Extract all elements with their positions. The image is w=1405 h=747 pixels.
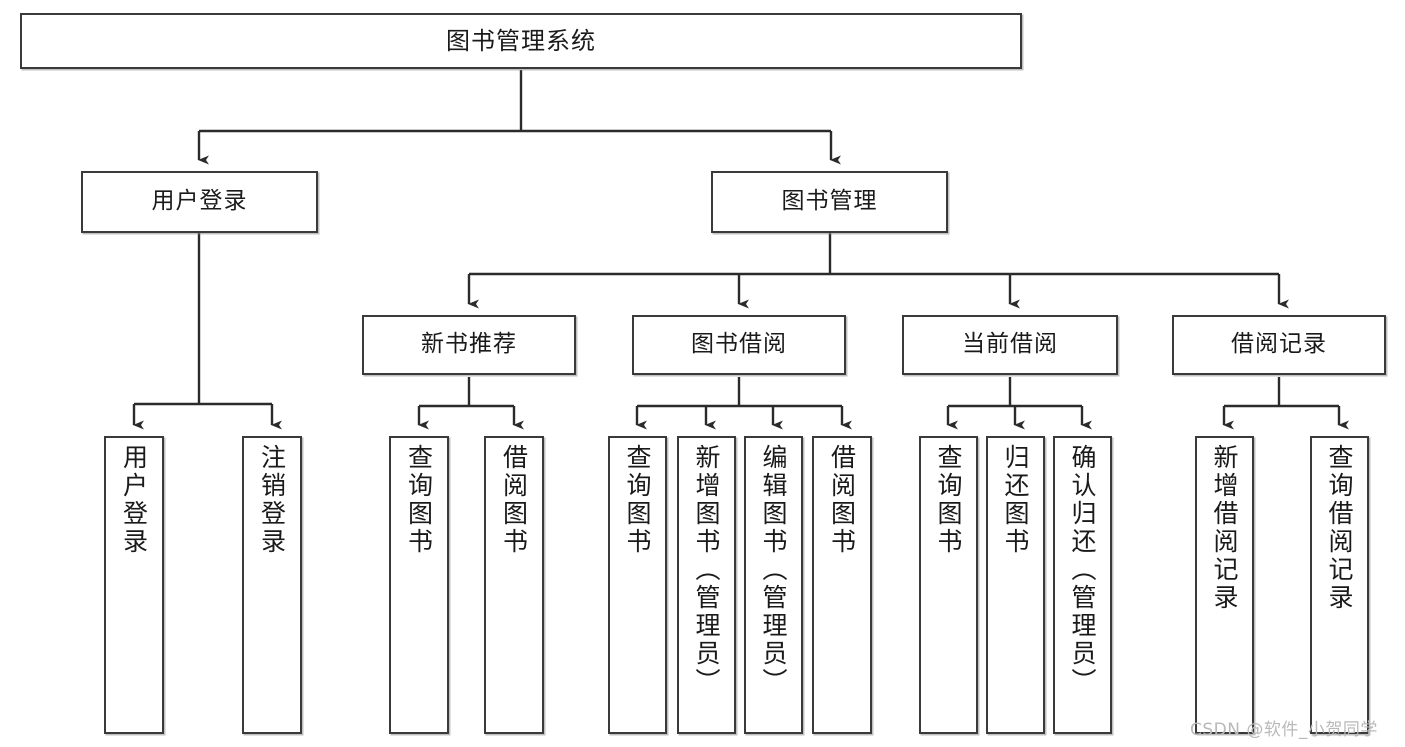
leaf-edit-book[interactable]: 编辑图书（管理员） [744, 436, 803, 734]
node-book-manage[interactable]: 图书管理 [711, 171, 948, 233]
node-label: 注销登录 [257, 444, 287, 556]
node-label: 编辑图书（管理员） [759, 444, 788, 696]
leaf-query-book-current[interactable]: 查询图书 [919, 436, 978, 734]
node-borrow-record[interactable]: 借阅记录 [1172, 315, 1386, 375]
node-label: 查询图书 [404, 444, 434, 556]
node-label: 新增借阅记录 [1210, 444, 1239, 612]
leaf-add-borrow-record[interactable]: 新增借阅记录 [1195, 436, 1254, 734]
watermark-text: CSDN @软件_小贺同学 [1190, 720, 1378, 740]
leaf-query-borrow-record[interactable]: 查询借阅记录 [1310, 436, 1369, 734]
leaf-query-book-borrow[interactable]: 查询图书 [608, 436, 667, 734]
node-label: 借阅记录 [1231, 331, 1327, 358]
node-label: 新增图书（管理员） [692, 444, 721, 696]
leaf-user-logout[interactable]: 注销登录 [242, 436, 302, 734]
node-label: 借阅图书 [827, 444, 857, 556]
node-label: 归还图书 [1001, 444, 1030, 556]
node-label: 查询借阅记录 [1325, 444, 1354, 612]
node-label: 图书借阅 [691, 331, 787, 358]
node-new-book-recommend[interactable]: 新书推荐 [362, 315, 576, 375]
node-label: 查询图书 [623, 444, 652, 556]
node-label: 借阅图书 [499, 444, 529, 556]
leaf-user-login[interactable]: 用户登录 [104, 436, 164, 734]
node-label: 图书管理系统 [446, 26, 596, 55]
leaf-query-book-recommend[interactable]: 查询图书 [389, 436, 449, 734]
node-label: 新书推荐 [421, 331, 517, 358]
leaf-borrow-book-recommend[interactable]: 借阅图书 [484, 436, 544, 734]
leaf-add-book[interactable]: 新增图书（管理员） [677, 436, 736, 734]
leaf-confirm-return[interactable]: 确认归还（管理员） [1053, 436, 1112, 734]
node-label: 用户登录 [119, 444, 149, 556]
node-current-borrow[interactable]: 当前借阅 [902, 315, 1118, 375]
node-label: 用户登录 [151, 188, 248, 215]
leaf-return-book[interactable]: 归还图书 [986, 436, 1045, 734]
node-label: 确认归还（管理员） [1068, 444, 1097, 696]
node-label: 图书管理 [781, 188, 878, 215]
node-label: 当前借阅 [962, 331, 1058, 358]
leaf-borrow-book[interactable]: 借阅图书 [812, 436, 872, 734]
node-root-system[interactable]: 图书管理系统 [20, 13, 1022, 69]
node-user-login[interactable]: 用户登录 [81, 171, 318, 233]
node-book-borrow[interactable]: 图书借阅 [632, 315, 846, 375]
node-label: 查询图书 [934, 444, 963, 556]
